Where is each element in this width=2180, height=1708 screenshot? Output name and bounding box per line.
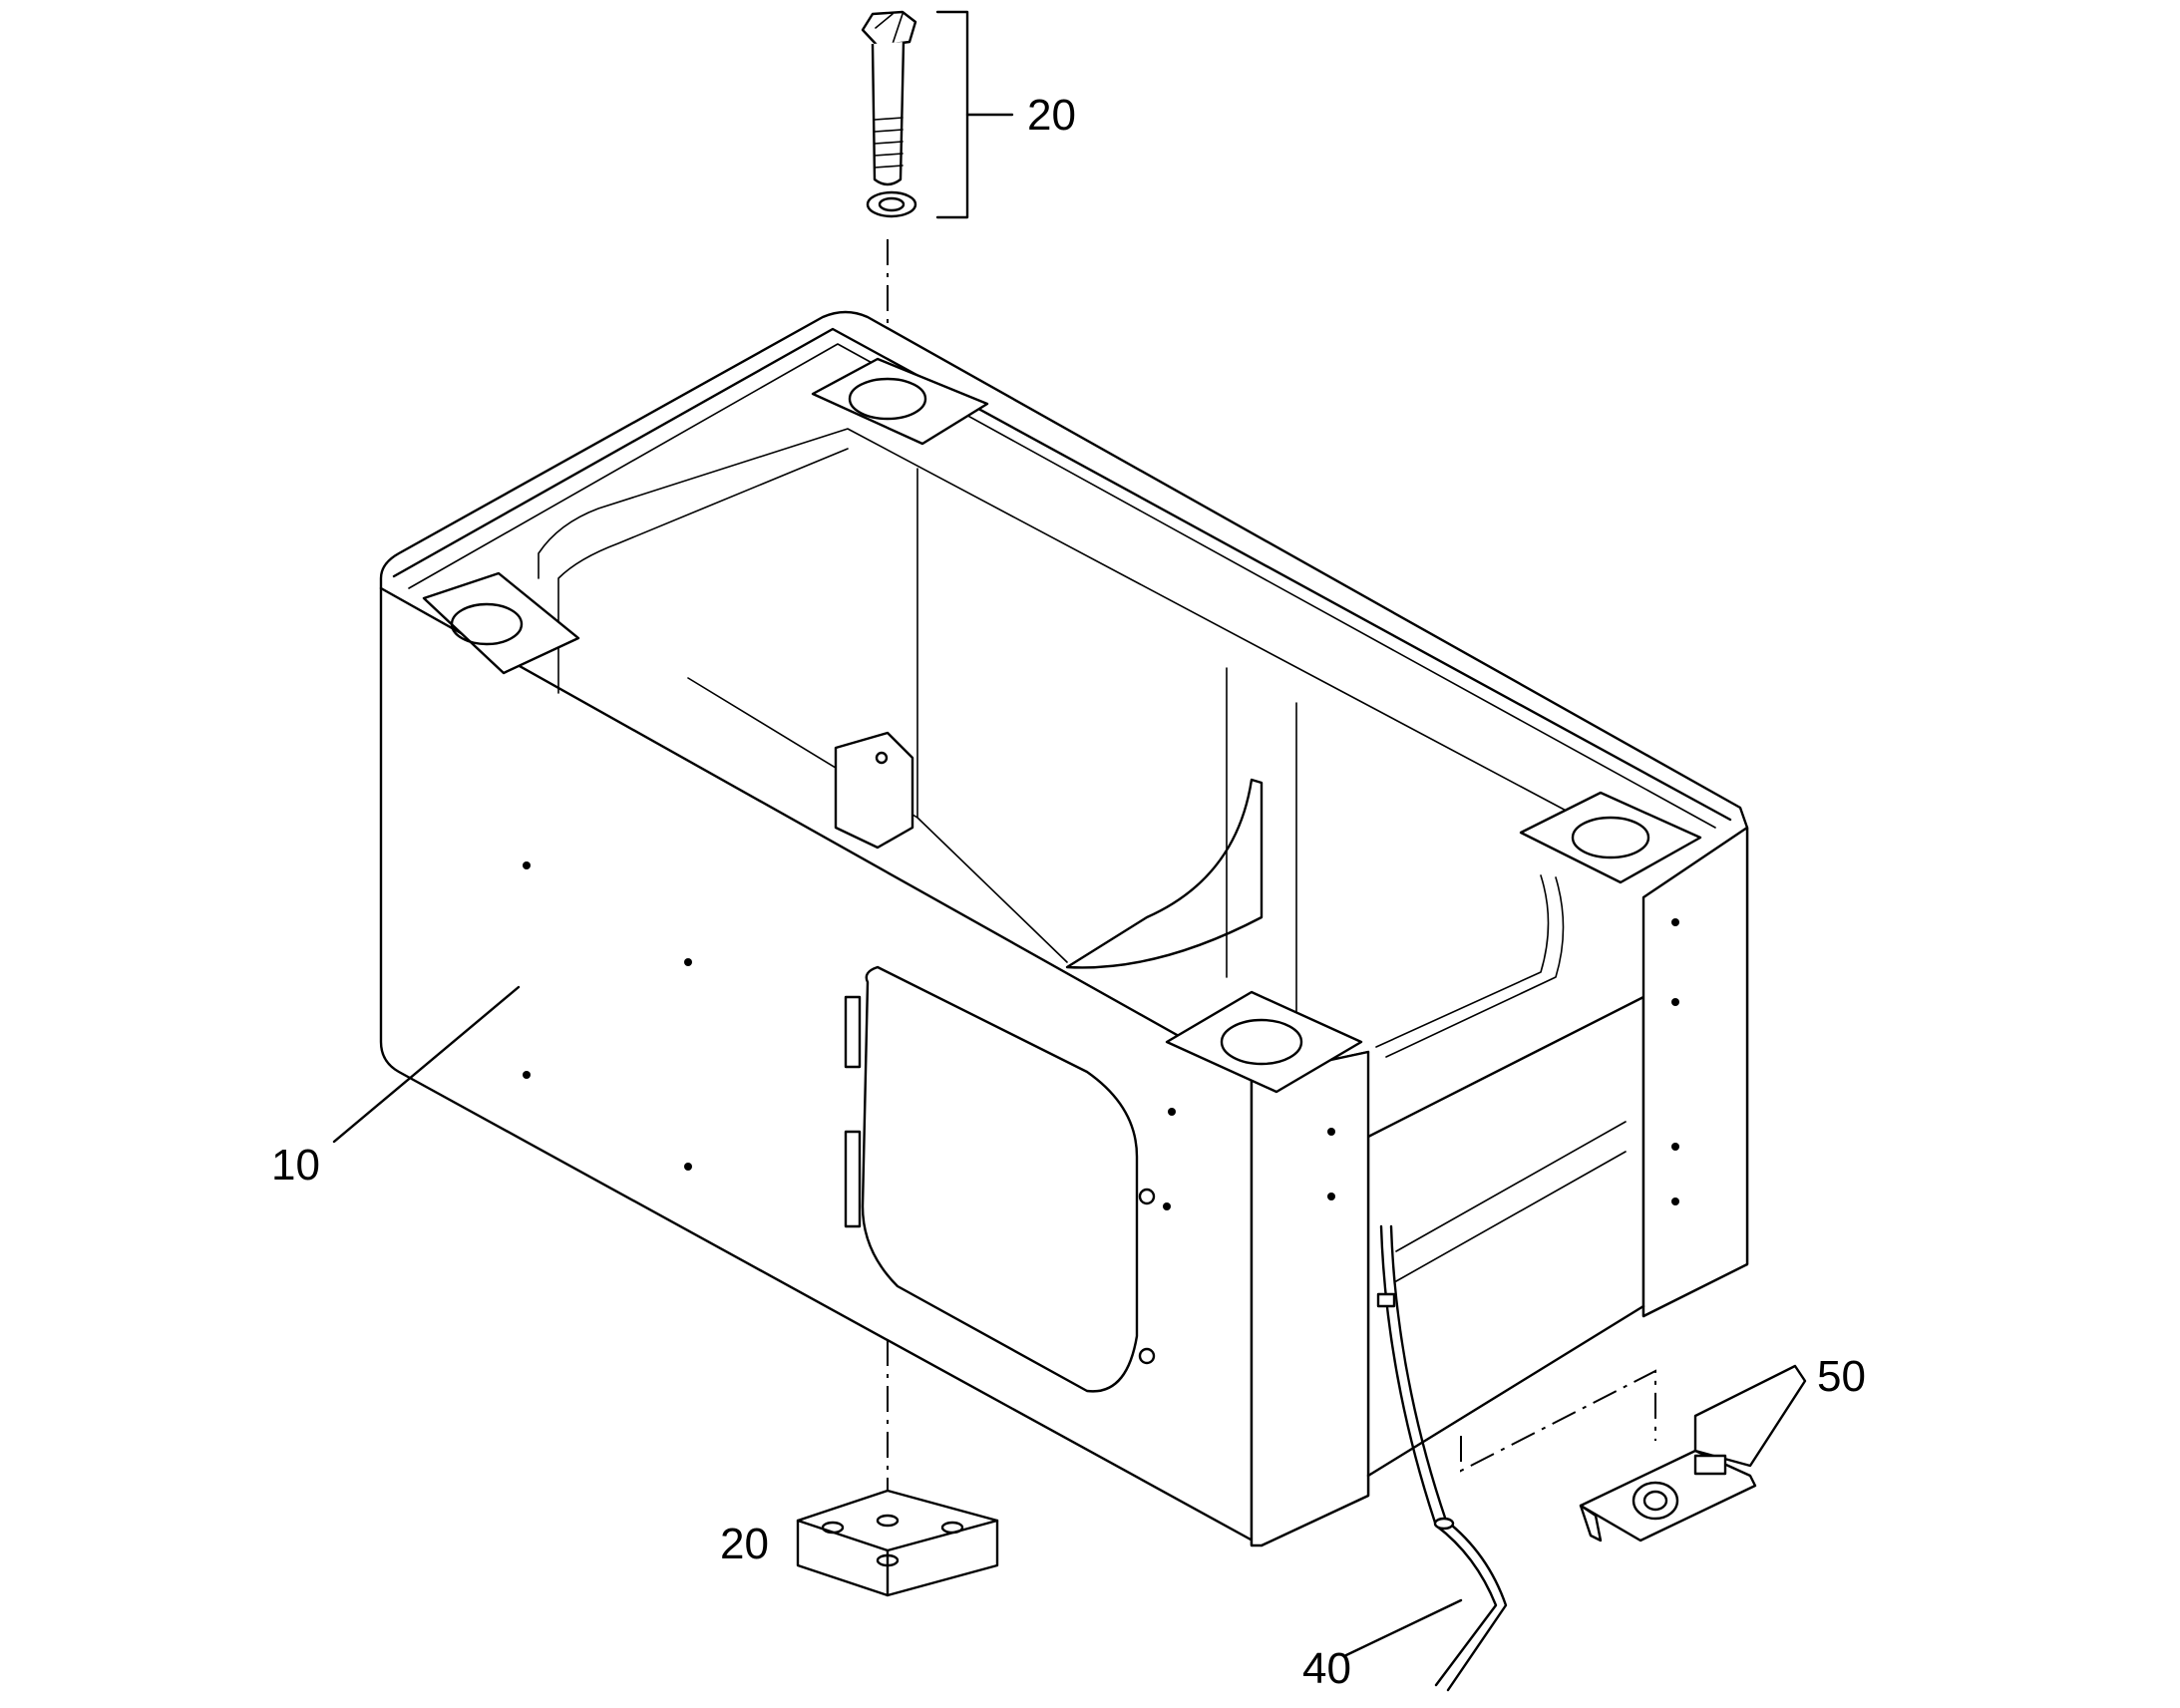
bolt-assembly [861,10,1014,219]
callout-foot-pad: 20 [720,1520,769,1568]
leader-line-40 [1344,1598,1463,1657]
mount-plate-right [1519,791,1702,884]
base-cabinet [379,310,1749,1547]
cable [1376,1224,1508,1692]
callout-cable: 40 [1302,1644,1351,1693]
mount-plate-back [811,357,989,446]
bracket [1460,1364,1807,1542]
callout-base-cabinet: 10 [271,1141,320,1190]
mount-plate-left [422,571,580,675]
mount-plate-front [1165,990,1363,1094]
leader-line-10 [332,985,521,1144]
callout-bracket: 50 [1817,1352,1866,1401]
foot-pad [796,1489,999,1597]
callout-bolt-kit: 20 [1027,91,1076,140]
